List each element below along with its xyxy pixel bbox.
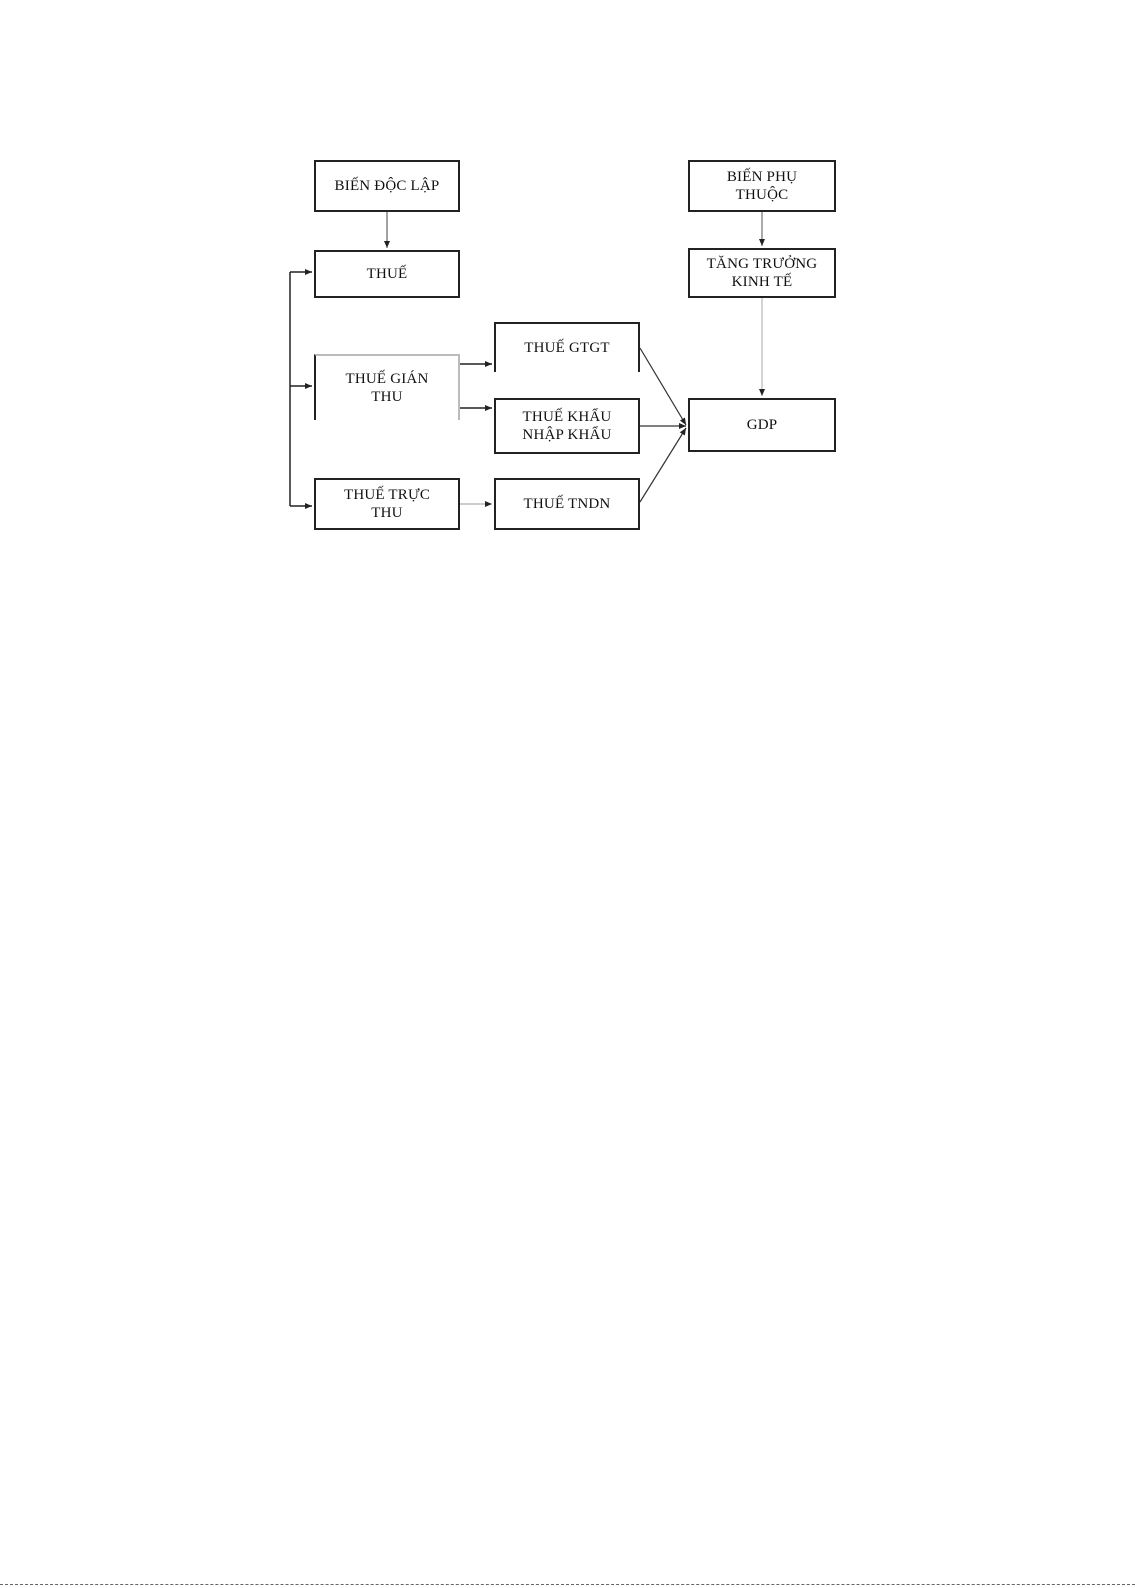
box-thue-gian-thu-line-1: THUẾ GIÁN [345, 370, 428, 388]
box-thue-khau-nhap-khau: THUẾ KHẨU NHẬP KHẨU [494, 398, 640, 454]
box-thue-gtgt-label: THUẾ GTGT [524, 339, 610, 357]
box-thue-label: THUẾ [367, 265, 408, 283]
box-gdp-label: GDP [747, 416, 778, 434]
box-thue-truc-thu: THUẾ TRỰC THU [314, 478, 460, 530]
box-thue-gian-thu: THUẾ GIÁN THU [314, 354, 460, 420]
box-bien-doc-lap-label: BIẾN ĐỘC LẬP [335, 177, 440, 195]
box-thue: THUẾ [314, 250, 460, 298]
box-thue-tndn: THUẾ TNDN [494, 478, 640, 530]
box-thue-gtgt: THUẾ GTGT [494, 322, 640, 372]
box-bien-phu-thuoc-line-2: THUỘC [727, 186, 797, 204]
box-bien-doc-lap: BIẾN ĐỘC LẬP [314, 160, 460, 212]
page-bottom-rule [0, 1584, 1135, 1585]
box-thue-khau-line-2: NHẬP KHẨU [522, 426, 611, 444]
box-thue-khau-line-1: THUẾ KHẨU [522, 408, 611, 426]
box-thue-gian-thu-line-2: THU [345, 388, 428, 406]
arrow-gtgt-to-gdp [640, 348, 686, 425]
box-tang-truong-kinh-te: TĂNG TRƯỞNG KINH TẾ [688, 248, 836, 298]
box-thue-truc-thu-line-2: THU [344, 504, 430, 522]
box-bien-phu-thuoc: BIẾN PHỤ THUỘC [688, 160, 836, 212]
box-tang-truong-line-2: KINH TẾ [707, 273, 818, 291]
arrow-tndn-to-gdp [640, 428, 686, 502]
box-tang-truong-line-1: TĂNG TRƯỞNG [707, 255, 818, 273]
box-thue-tndn-label: THUẾ TNDN [524, 495, 611, 513]
box-thue-truc-thu-line-1: THUẾ TRỰC [344, 486, 430, 504]
box-gdp: GDP [688, 398, 836, 452]
box-bien-phu-thuoc-line-1: BIẾN PHỤ [727, 168, 797, 186]
